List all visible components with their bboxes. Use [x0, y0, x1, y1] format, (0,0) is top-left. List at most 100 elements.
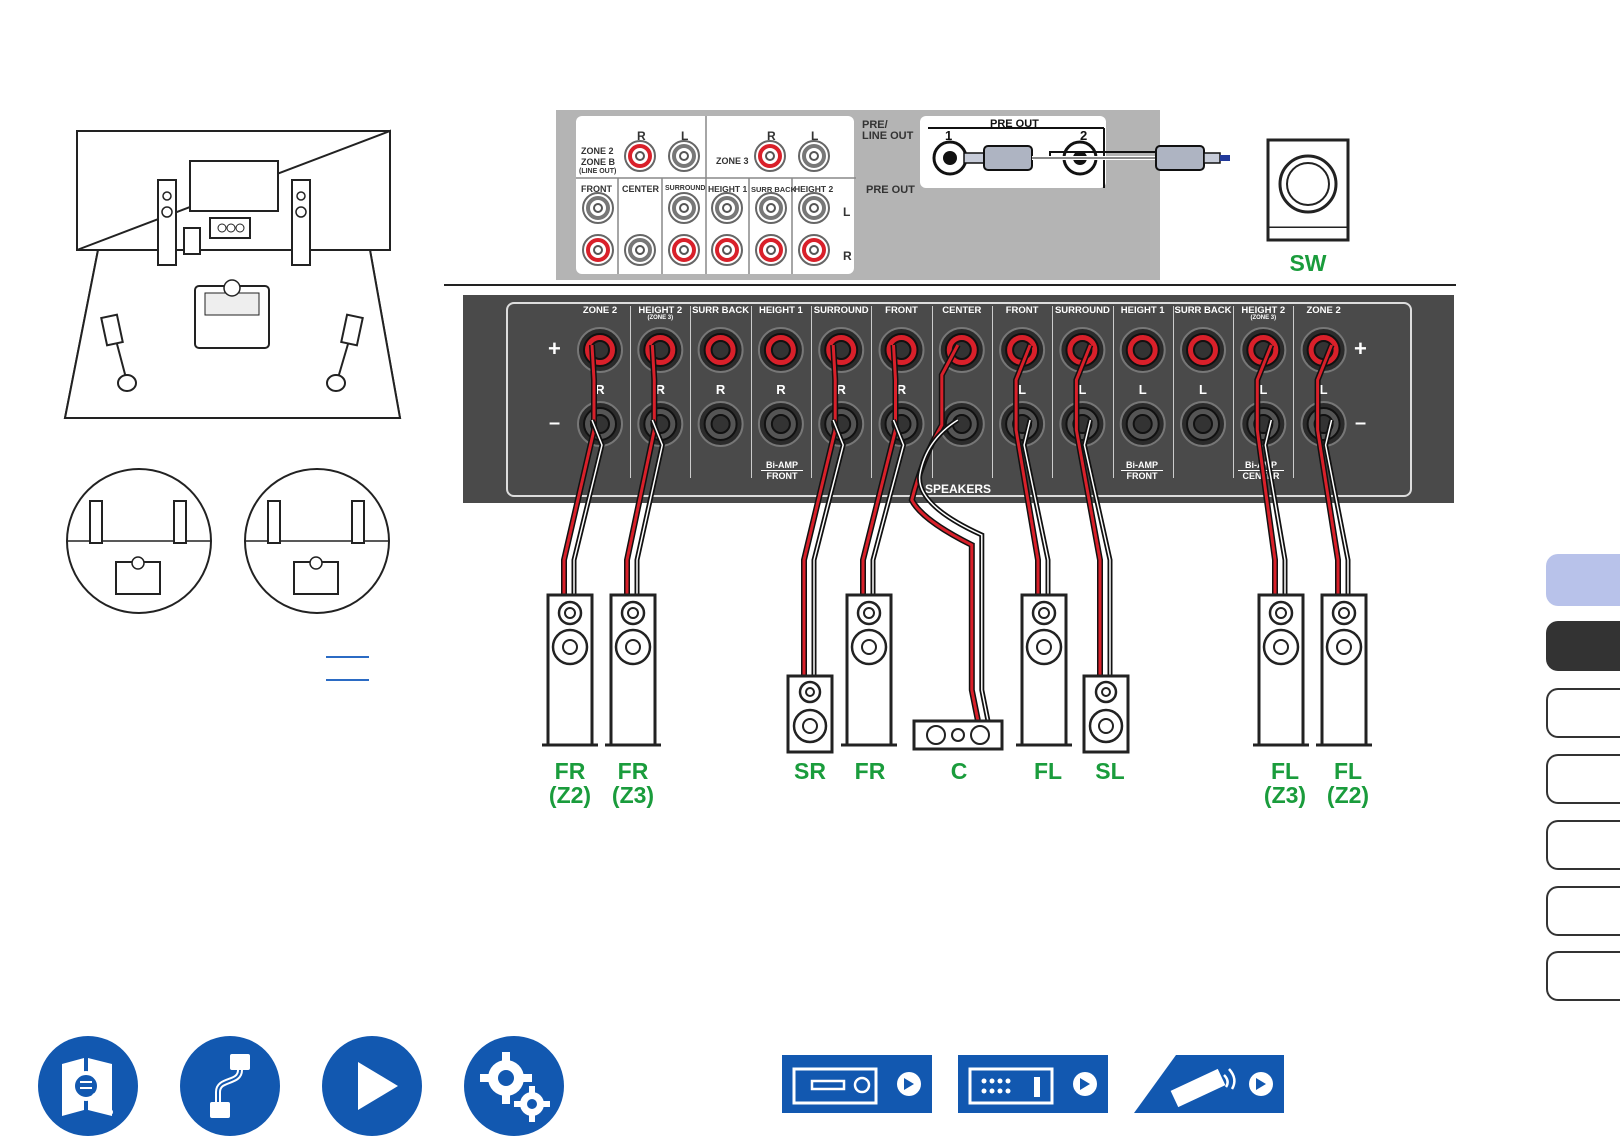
terminal-label-8: SURROUND — [1054, 305, 1110, 316]
terminal-post-10 — [1180, 327, 1226, 447]
biamp-front-l-top: Bi-AMP — [1121, 460, 1163, 471]
wire-center — [908, 343, 991, 721]
terminal-divider-3 — [750, 306, 752, 478]
nav-connection-button[interactable] — [180, 1036, 280, 1136]
speaker-fl — [1016, 593, 1072, 747]
l-label-zone3: L — [811, 129, 819, 143]
terminal-divider-7 — [991, 306, 993, 478]
rca-jack-pre-out-r-5 — [798, 234, 830, 266]
link-underline-1[interactable] — [326, 656, 369, 658]
label-sl: SL — [1095, 758, 1125, 784]
terminal-sublabel-11: (ZONE 3) — [1250, 315, 1277, 321]
rca-jack-zone2-r — [624, 140, 656, 172]
speaker-fr-z2 — [542, 593, 598, 747]
subwoofer-speaker — [1266, 138, 1350, 242]
label-fl-z2-sub: (Z2) — [1326, 782, 1370, 808]
terminal-divider-11 — [1233, 306, 1235, 478]
speaker-fr-z3 — [605, 593, 661, 747]
side-tab-5[interactable] — [1546, 820, 1620, 870]
rca-label-height1: HEIGHT 1 — [708, 184, 748, 194]
lineout-title: (LINE OUT) — [579, 168, 617, 175]
terminal-label-9: HEIGHT 1 — [1120, 305, 1165, 316]
r-label-zone3: R — [767, 129, 776, 143]
label-c: C — [950, 758, 968, 784]
remote-control-icon — [1170, 1068, 1273, 1108]
rca-jack-pre-out-l-4 — [755, 192, 787, 224]
rca-jack-pre-out-l-0 — [582, 192, 614, 224]
rca-l-row-label: L — [843, 205, 851, 219]
label-fl-z3: FL — [1270, 758, 1300, 784]
rca-jack-pre-out-r-2 — [668, 234, 700, 266]
zone2-title: ZONE 2 — [581, 146, 614, 156]
terminal-side-3: R — [776, 382, 786, 397]
rca-jack-zone2-l — [668, 140, 700, 172]
label-fr-z3-sub: (Z3) — [611, 782, 655, 808]
terminal-divider-6 — [931, 306, 933, 478]
speaker-center — [912, 719, 1004, 751]
nav-manual-button[interactable] — [38, 1036, 138, 1136]
rca-jack-pre-out-l-2 — [668, 192, 700, 224]
wire-zone2-l — [1314, 343, 1351, 600]
side-tab-1[interactable] — [1546, 554, 1620, 606]
speaker-sr — [786, 674, 834, 754]
terminal-label-1: HEIGHT 2 — [638, 305, 683, 316]
terminal-label-12: ZONE 2 — [1306, 305, 1341, 316]
terminal-divider-8 — [1052, 306, 1054, 478]
wire-zone2-r — [561, 344, 605, 600]
terminal-label-7: FRONT — [1005, 305, 1039, 316]
front-panel-button[interactable] — [782, 1055, 932, 1113]
terminal-side-0: R — [595, 382, 605, 397]
wire-surround-l — [1073, 343, 1113, 680]
rca-label-center: CENTER — [622, 184, 660, 194]
speaker-sl — [1082, 674, 1130, 754]
terminal-sublabel-1: (ZONE 3) — [647, 315, 674, 321]
rca-label-surrback: SURR BACK — [751, 185, 796, 194]
terminal-post-2 — [697, 327, 744, 447]
biamp-front-l-bottom: FRONT — [1126, 471, 1158, 481]
rca-label-height2: HEIGHT 2 — [794, 184, 834, 194]
rear-panel-icon — [968, 1067, 1097, 1105]
terminal-divider-2 — [690, 306, 692, 478]
rca-jack-zone3-r — [754, 140, 786, 172]
side-tab-2[interactable] — [1546, 621, 1620, 671]
rca-jack-pre-out-r-0 — [582, 234, 614, 266]
rca-label-surround: SURROUND — [665, 185, 706, 192]
side-tab-3[interactable] — [1546, 688, 1620, 738]
rca-jack-pre-out-l-5 — [798, 192, 830, 224]
biamp-front-r-top: Bi-AMP — [761, 460, 803, 471]
minus-sign-left: – — [549, 412, 561, 434]
zone3-title: ZONE 3 — [716, 156, 749, 166]
pre-line-out-title-2: LINE OUT — [862, 130, 914, 142]
terminal-label-6: CENTER — [942, 305, 982, 316]
link-underline-2[interactable] — [326, 679, 369, 681]
wire-front-l — [1013, 343, 1051, 600]
terminal-post-7 — [999, 327, 1046, 447]
manual-search-icon — [62, 1058, 113, 1116]
terminal-side-1: R — [655, 382, 665, 397]
terminal-post-11 — [1240, 327, 1287, 447]
label-fr-z3: FR — [617, 758, 649, 784]
terminal-side-8: L — [1078, 382, 1087, 397]
rca-r-row-label: R — [843, 249, 852, 263]
terminal-side-7: L — [1018, 382, 1027, 397]
terminal-side-4: R — [836, 382, 846, 397]
wire-surround-r — [801, 344, 846, 680]
terminal-side-9: L — [1138, 382, 1147, 397]
side-tab-4[interactable] — [1546, 754, 1620, 804]
terminal-side-10: L — [1199, 382, 1207, 397]
speaker-fl-z3 — [1253, 593, 1309, 747]
separator-line — [444, 284, 1456, 286]
play-icon — [358, 1062, 398, 1110]
side-tab-6[interactable] — [1546, 886, 1620, 936]
rca-jack-pre-out-r-1 — [624, 234, 656, 266]
biamp-front-r-bottom: FRONT — [766, 471, 798, 481]
nav-setup-button[interactable] — [464, 1036, 564, 1136]
rca-label-front: FRONT — [581, 184, 612, 194]
terminal-post-1 — [637, 327, 684, 447]
plus-sign-left: + — [548, 336, 561, 361]
zoneb-title: ZONE B — [581, 157, 616, 167]
nav-playback-button[interactable] — [322, 1036, 422, 1136]
side-tab-7[interactable] — [1546, 951, 1620, 1001]
rear-panel-button[interactable] — [958, 1055, 1108, 1113]
rca-jack-pre-out-r-4 — [755, 234, 787, 266]
